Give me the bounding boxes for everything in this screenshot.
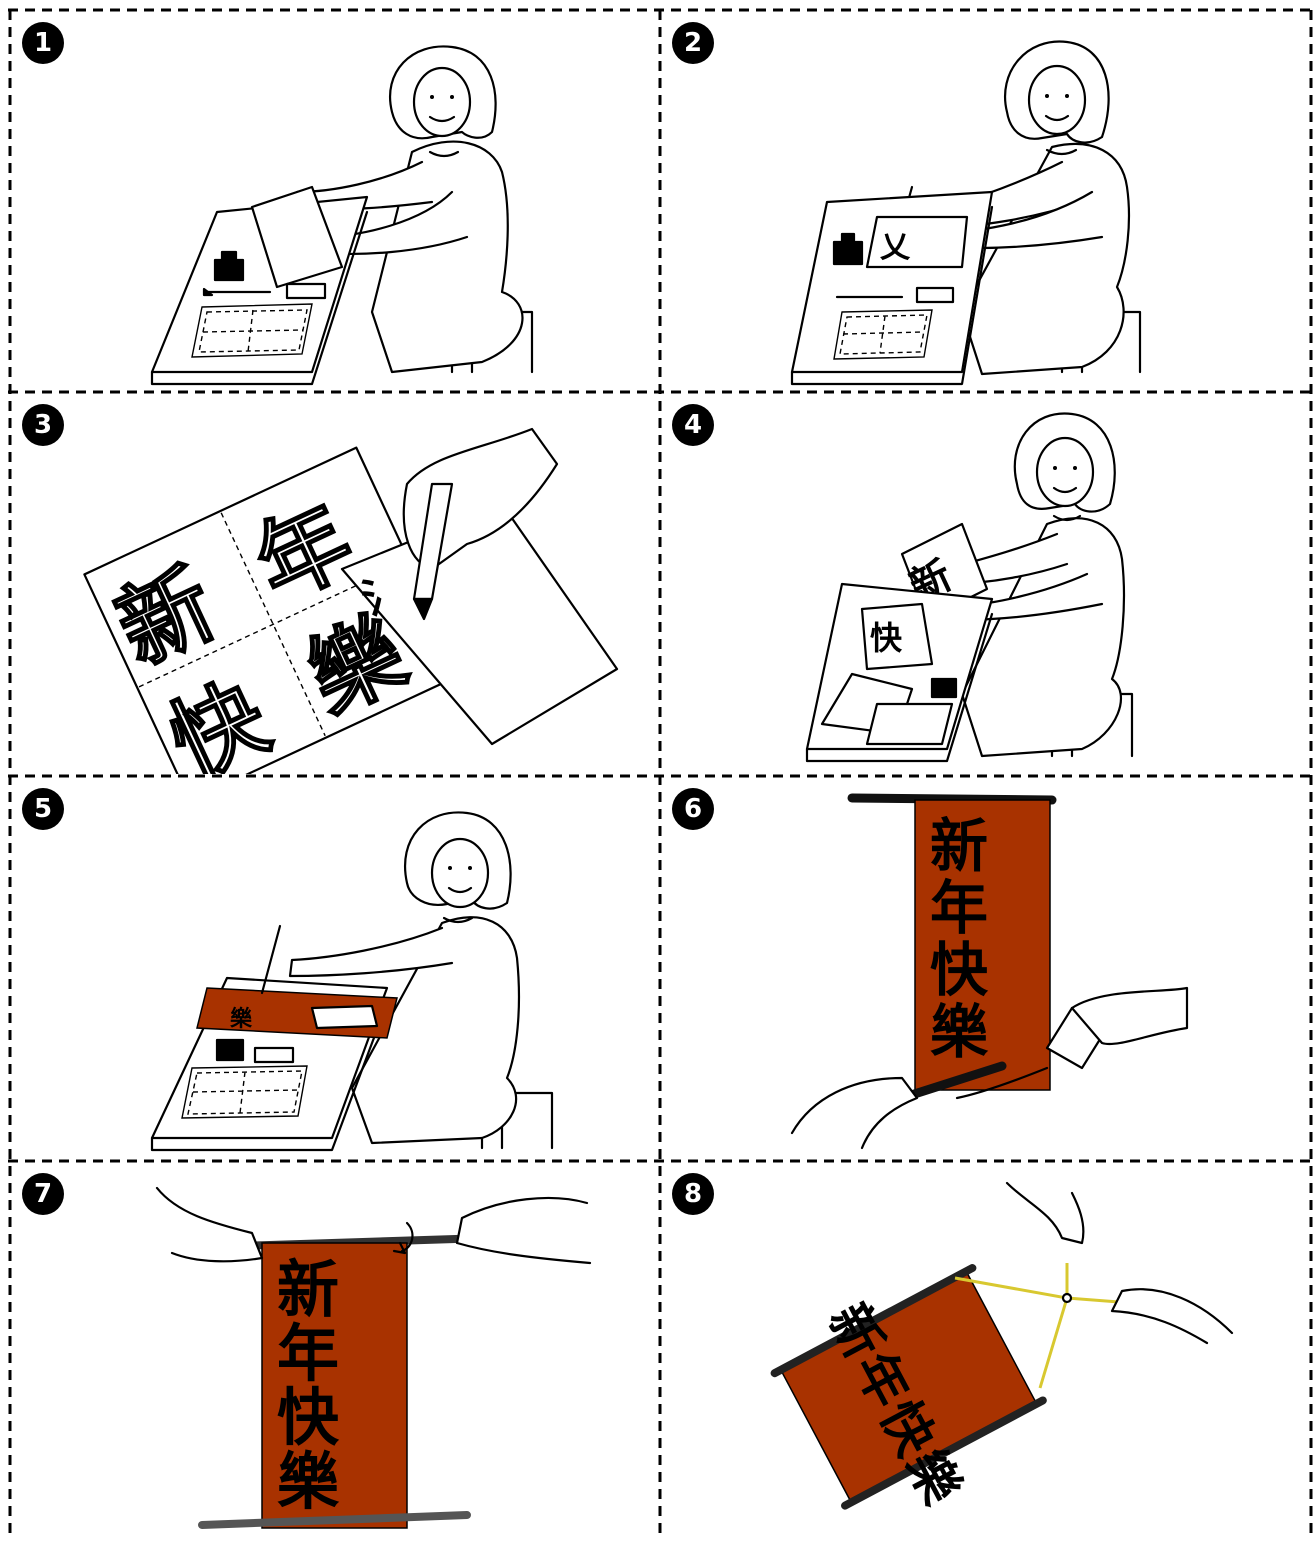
- step-number-badge: 3: [22, 404, 64, 446]
- step-number-badge: 5: [22, 788, 64, 830]
- person-at-desk-illustration: [12, 12, 658, 390]
- step-number-badge: 8: [672, 1173, 714, 1215]
- scroll-char-xin: 新: [930, 812, 988, 880]
- scroll-char-nian: 年: [277, 1317, 339, 1390]
- step-number-badge: 7: [22, 1173, 64, 1215]
- person-cutting-illustration: 新 快: [662, 394, 1309, 774]
- step-panel-7: 新 年 快 樂 7: [12, 1163, 658, 1539]
- step-panel-8: 新 年 快 樂 8: [662, 1163, 1309, 1539]
- scroll-char-kuai: 快: [277, 1381, 340, 1454]
- person-tracing-illustration: 乂: [662, 12, 1309, 390]
- tying-string-illustration: 新 年 快 樂: [662, 1163, 1309, 1539]
- person-painting-illustration: 樂: [12, 778, 658, 1159]
- scroll-char-xin: 新: [277, 1253, 339, 1326]
- scroll-char-kuai: 快: [930, 936, 989, 1004]
- scroll-char-le: 樂: [930, 998, 989, 1066]
- step-number-badge: 6: [672, 788, 714, 830]
- rolling-scroll-illustration: 新 年 快 樂: [12, 1163, 658, 1539]
- step-number-badge: 4: [672, 404, 714, 446]
- step-panel-1: 1: [12, 12, 658, 390]
- step-panel-5: 樂 5: [12, 778, 658, 1159]
- step-number-badge: 2: [672, 22, 714, 64]
- desk-char-kuai: 快: [870, 619, 903, 657]
- svg-text:乂: 乂: [880, 230, 911, 265]
- step-number-badge: 1: [22, 22, 64, 64]
- scroll-char-le: 樂: [277, 1445, 340, 1518]
- step-panel-6: 新 年 快 樂 6: [662, 778, 1309, 1159]
- step-panel-3: 新 年 快 樂 氵 3: [12, 394, 658, 774]
- scroll-char-nian: 年: [930, 874, 988, 942]
- step-panel-2: 乂 2: [662, 12, 1309, 390]
- step-panel-4: 新 快 4: [662, 394, 1309, 774]
- painted-char-le: 樂: [230, 1006, 253, 1032]
- gluing-scroll-illustration: 新 年 快 樂: [662, 778, 1309, 1159]
- stencil-sheet-closeup: 新 年 快 樂 氵: [12, 394, 658, 774]
